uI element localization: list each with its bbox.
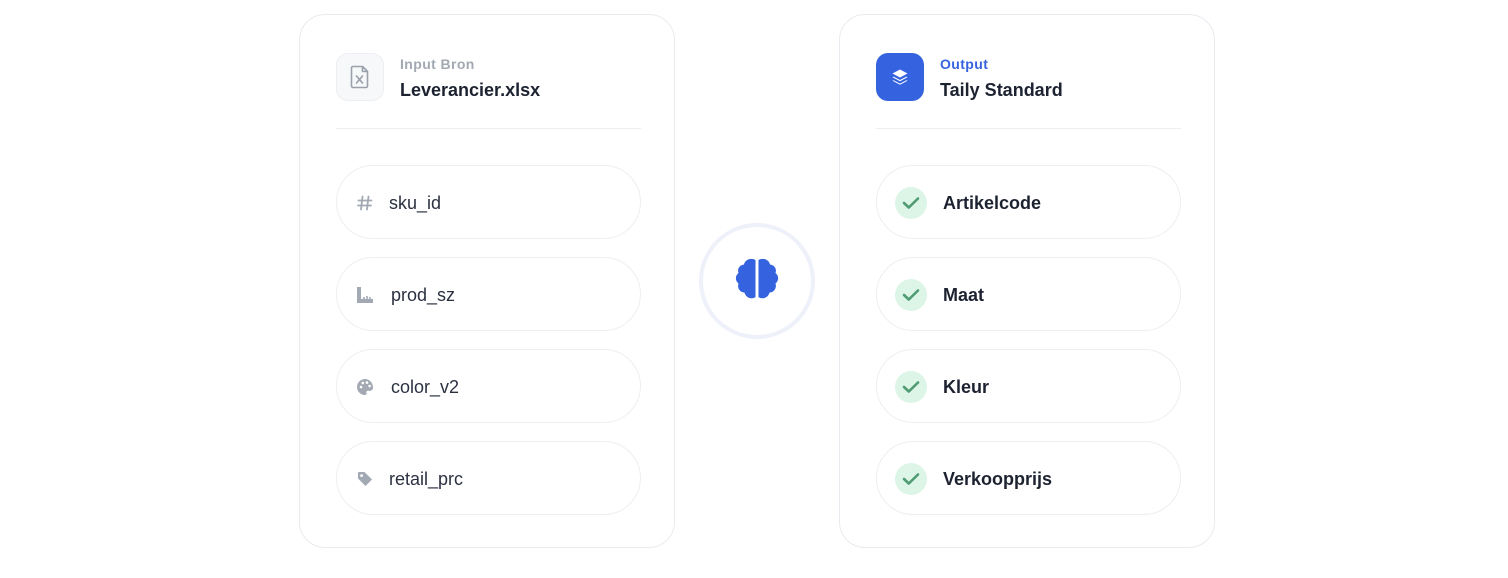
input-field-row: color_v2 (336, 349, 641, 423)
output-field-row: Verkoopprijs (876, 441, 1181, 515)
output-field-row: Artikelcode (876, 165, 1181, 239)
brain-icon (734, 257, 780, 306)
output-card-header: Output Taily Standard (876, 53, 1181, 103)
check-icon (895, 463, 927, 495)
output-title: Taily Standard (940, 80, 1063, 100)
check-icon (895, 187, 927, 219)
input-field-row: retail_prc (336, 441, 641, 515)
output-field-label: Verkoopprijs (943, 469, 1053, 489)
layers-icon (876, 53, 924, 101)
input-field-label: prod_sz (391, 285, 456, 305)
output-header-divider (876, 128, 1181, 129)
output-card: Output Taily Standard Artikelcode Maat K… (839, 14, 1215, 548)
input-source-card: Input Bron Leverancier.xlsx sku_id prod_… (299, 14, 675, 548)
output-label: Output (940, 56, 989, 72)
output-field-row: Kleur (876, 349, 1181, 423)
output-field-label: Kleur (943, 377, 990, 397)
ruler-icon (355, 285, 375, 305)
ai-processing-badge (699, 223, 815, 339)
input-field-label: sku_id (389, 193, 442, 213)
input-field-row: prod_sz (336, 257, 641, 331)
input-field-label: color_v2 (391, 377, 460, 397)
palette-icon (355, 377, 375, 397)
tag-icon (355, 469, 375, 489)
input-filename: Leverancier.xlsx (400, 80, 541, 100)
input-source-label: Input Bron (400, 56, 475, 72)
input-field-row: sku_id (336, 165, 641, 239)
input-header-divider (336, 128, 641, 129)
input-card-header: Input Bron Leverancier.xlsx (336, 53, 641, 103)
output-field-label: Maat (943, 285, 985, 305)
input-field-label: retail_prc (389, 469, 464, 489)
output-field-row: Maat (876, 257, 1181, 331)
check-icon (895, 279, 927, 311)
check-icon (895, 371, 927, 403)
output-field-label: Artikelcode (943, 193, 1042, 213)
excel-file-icon (336, 53, 384, 101)
hash-icon (355, 193, 375, 213)
